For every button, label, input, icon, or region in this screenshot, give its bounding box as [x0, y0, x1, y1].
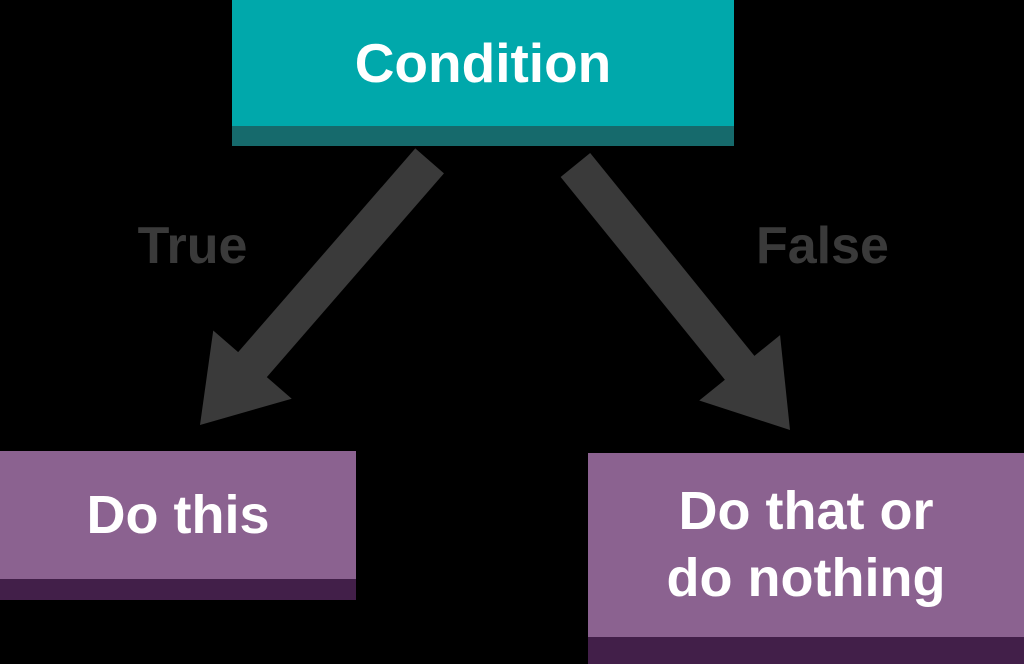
condition-node-label: Condition — [354, 32, 612, 94]
false-edge-label: False — [756, 217, 889, 275]
do-that-node-label-line1: Do that or — [678, 481, 934, 541]
true-branch-arrow — [200, 148, 444, 425]
do-this-node: Do this — [0, 451, 356, 600]
condition-node: Condition — [232, 0, 734, 146]
do-that-node-label-line2: do nothing — [666, 548, 946, 608]
do-this-node-label: Do this — [86, 484, 270, 545]
true-edge-label: True — [137, 217, 248, 275]
false-branch-arrow — [560, 153, 790, 430]
do-that-node: Do that or do nothing — [588, 453, 1024, 664]
